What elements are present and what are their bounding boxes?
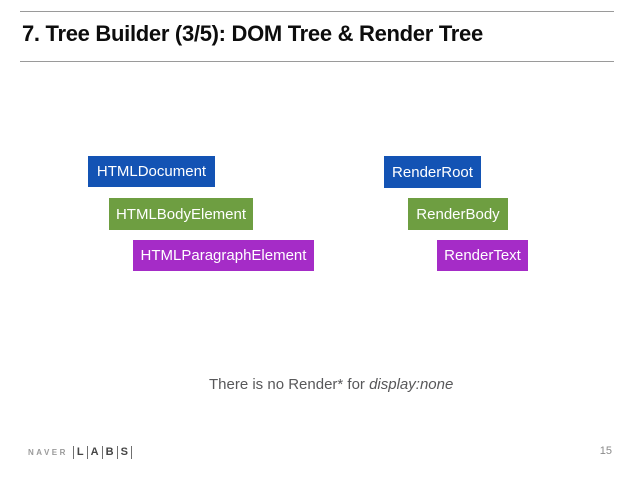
logo-divider-bar [101,445,103,459]
logo-divider-bar [72,445,74,459]
slide-title: 7. Tree Builder (3/5): DOM Tree & Render… [22,21,483,46]
diagram-note: There is no Render* for display:none [209,376,453,393]
naver-logo-text: NAVER [28,447,68,457]
title-top-divider [20,11,614,12]
render-tree-node-rendertext: RenderText [437,240,528,271]
labs-letter-a: A [90,446,99,458]
diagram-note-text: There is no Render* for [209,376,370,393]
page-number: 15 [599,445,612,457]
dom-tree-node-htmlparagraphelement: HTMLParagraphElement [133,240,314,271]
diagram-note-emphasis: display:none [369,376,454,393]
labs-letter-b: B [105,446,114,458]
logo-divider-bar [86,445,88,459]
logo-divider-bar [116,445,118,459]
dom-tree-node-htmldocument: HTMLDocument [88,156,215,187]
title-bottom-divider [20,61,614,62]
render-tree-node-renderroot: RenderRoot [384,156,481,188]
dom-tree-node-htmlbodyelement: HTMLBodyElement [109,198,253,230]
naver-labs-logo: NAVER L A B S [28,444,135,460]
render-tree-node-renderbody: RenderBody [408,198,508,230]
labs-letter-l: L [76,446,84,458]
logo-divider-bar [130,445,132,459]
labs-letter-s: S [120,446,128,458]
